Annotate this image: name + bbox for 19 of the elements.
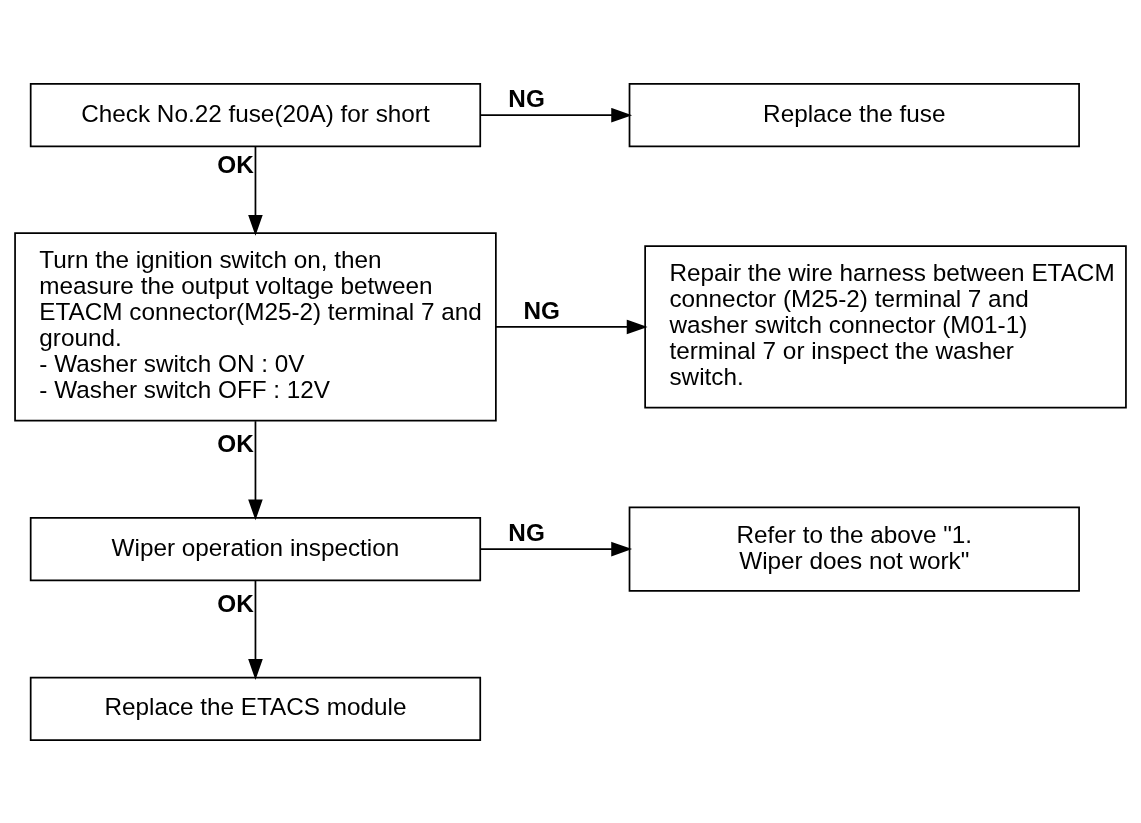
node-box: Turn the ignition switch on, then measure the output voltage between ETACM connector(M25-2) terminal 7 and ground. - Washer switch ON : 0V - Washer switch OFF : 12V — [14, 231, 497, 422]
arrow — [248, 145, 263, 236]
edge-label: OK — [217, 589, 254, 617]
edge-label: OK — [217, 150, 254, 178]
edge-label: NG — [508, 518, 545, 546]
arrow — [480, 107, 633, 122]
edge-label: NG — [523, 296, 561, 324]
edge-label: OK — [217, 429, 254, 457]
node-box: Refer to the above "1. Wiper does not work" — [628, 506, 1080, 592]
node-box: Repair the wire harness between ETACM connector (M25-2) terminal 7 and washer switch connector (M01-1) terminal 7 or inspect the washer switch. — [644, 244, 1127, 409]
arrow — [495, 319, 648, 334]
arrow — [248, 579, 263, 680]
edge-label: NG — [508, 84, 545, 112]
node-box: Check No.22 fuse(20A) for short — [29, 82, 482, 147]
node-box: Wiper operation inspection — [29, 516, 482, 581]
arrow — [248, 419, 263, 520]
node-box: Replace the ETACS module — [29, 676, 482, 741]
node-box: Replace the fuse — [628, 82, 1080, 147]
arrow — [480, 541, 633, 556]
